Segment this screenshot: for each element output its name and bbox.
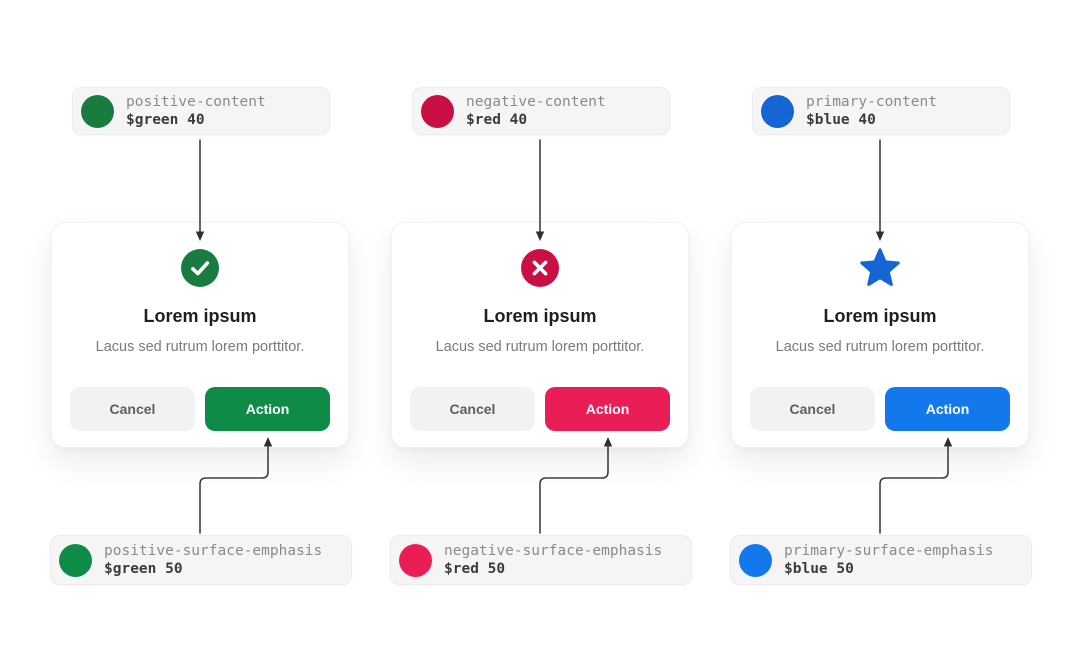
- dialog-icon-wrap: [70, 247, 330, 289]
- dialog-card: Lorem ipsum Lacus sed rutrum lorem portt…: [391, 222, 689, 448]
- top-token-chip: primary-content $blue 40: [752, 87, 1010, 135]
- token-name: negative-surface-emphasis: [444, 543, 663, 559]
- top-token-chip: positive-content $green 40: [72, 87, 330, 135]
- dialog-title: Lorem ipsum: [823, 306, 937, 326]
- bottom-token-chip: negative-surface-emphasis $red 50: [390, 535, 692, 585]
- token-value: $green 50: [104, 561, 183, 577]
- dialog-icon-wrap: [410, 247, 670, 289]
- token-value: $blue 50: [784, 561, 854, 577]
- token-value: $green 40: [126, 112, 205, 128]
- check-circle-icon: [181, 249, 219, 287]
- token-name: negative-content: [466, 94, 606, 110]
- bottom-token-chip: positive-surface-emphasis $green 50: [50, 535, 352, 585]
- token-name: positive-content: [126, 94, 266, 110]
- token-value: $red 40: [466, 112, 528, 128]
- action-button[interactable]: Action: [545, 387, 670, 431]
- token-color-dot-icon: [81, 94, 114, 128]
- bottom-token-chip: primary-surface-emphasis $blue 50: [730, 535, 1032, 585]
- connector-arrow-up: [879, 437, 953, 534]
- dialog-card: Lorem ipsum Lacus sed rutrum lorem portt…: [731, 222, 1029, 448]
- dialog-icon-wrap: [750, 247, 1010, 289]
- connector-arrow-up: [539, 437, 613, 534]
- token-color-dot-icon: [59, 543, 92, 577]
- token-value: $blue 40: [806, 112, 876, 128]
- cancel-button[interactable]: Cancel: [410, 387, 535, 431]
- token-color-dot-icon: [739, 543, 772, 577]
- action-button[interactable]: Action: [885, 387, 1010, 431]
- token-value: $red 50: [444, 561, 506, 577]
- top-token-chip: negative-content $red 40: [412, 87, 670, 135]
- token-color-dot-icon: [761, 94, 794, 128]
- dialog-card: Lorem ipsum Lacus sed rutrum lorem portt…: [51, 222, 349, 448]
- dialog-title: Lorem ipsum: [483, 306, 597, 326]
- token-name: primary-surface-emphasis: [784, 543, 994, 559]
- dialog-subtitle: Lacus sed rutrum lorem porttitor.: [775, 339, 985, 355]
- star-icon: [860, 248, 900, 286]
- cancel-button[interactable]: Cancel: [70, 387, 195, 431]
- token-name: positive-surface-emphasis: [104, 543, 323, 559]
- cancel-button[interactable]: Cancel: [750, 387, 875, 431]
- x-circle-icon: [521, 249, 559, 287]
- connector-arrow-up: [199, 437, 273, 534]
- dialog-subtitle: Lacus sed rutrum lorem porttitor.: [435, 339, 645, 355]
- dialog-subtitle: Lacus sed rutrum lorem porttitor.: [95, 339, 305, 355]
- token-color-dot-icon: [399, 543, 432, 577]
- token-name: primary-content: [806, 94, 937, 110]
- action-button[interactable]: Action: [205, 387, 330, 431]
- dialog-title: Lorem ipsum: [143, 306, 257, 326]
- token-color-dot-icon: [421, 94, 454, 128]
